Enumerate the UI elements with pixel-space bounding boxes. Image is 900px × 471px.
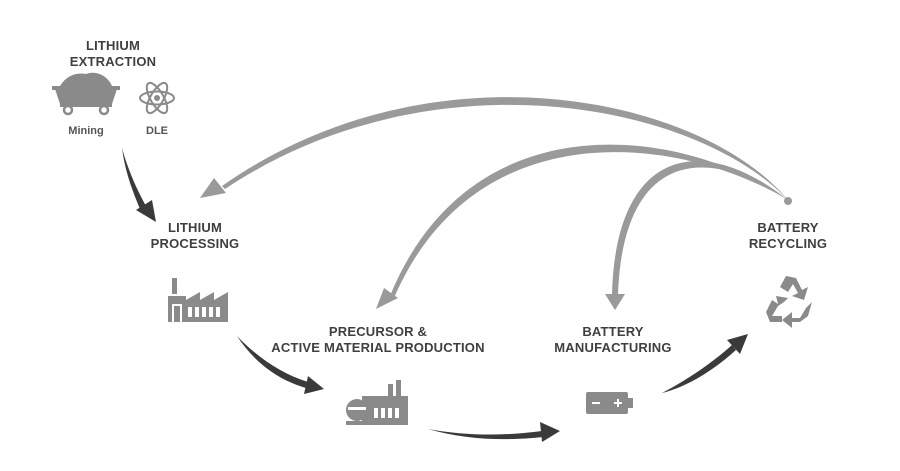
stage-label-line: PRECURSOR & <box>328 324 428 339</box>
atom-icon <box>139 81 175 115</box>
arrow-precursor-to-manufacturing <box>428 429 543 440</box>
recycle-arrowhead-precursor <box>376 288 398 309</box>
stage-label-line: LITHIUM <box>85 38 141 53</box>
arrow-manufacturing-to-recycling <box>662 345 736 393</box>
recycle-arrow-to-processing <box>222 97 788 200</box>
stage-label-line: PROCESSING <box>150 236 240 251</box>
recycle-arrow-to-precursor <box>390 144 788 298</box>
chemical-plant-icon <box>346 380 408 425</box>
stage-label-line: EXTRACTION <box>69 54 157 69</box>
arrowhead-processing <box>136 200 156 222</box>
extraction-method-mining: Mining <box>68 125 104 137</box>
stage-label-battery-recycling: BATTERY RECYCLING <box>728 220 848 252</box>
mine-cart-icon <box>52 72 120 116</box>
extraction-method-dle: DLE <box>146 125 168 137</box>
stage-label-line: RECYCLING <box>748 236 828 251</box>
stage-label-line: LITHIUM <box>167 220 223 235</box>
recycling-flows <box>200 97 792 310</box>
stage-label-line: MANUFACTURING <box>554 340 672 355</box>
stage-label-line: ACTIVE MATERIAL PRODUCTION <box>271 340 485 355</box>
stage-label-precursor-active-material: PRECURSOR & ACTIVE MATERIAL PRODUCTION <box>258 324 498 356</box>
stage-label-line: BATTERY <box>757 220 819 235</box>
stage-label-lithium-extraction: LITHIUM EXTRACTION <box>58 38 168 70</box>
stage-label-battery-manufacturing: BATTERY MANUFACTURING <box>548 324 678 356</box>
recycle-arrowhead-manufacturing <box>605 294 625 310</box>
stage-label-lithium-processing: LITHIUM PROCESSING <box>140 220 250 252</box>
factory-icon <box>168 278 228 322</box>
forward-flows <box>122 148 748 442</box>
recycle-icon <box>766 276 812 328</box>
arrow-processing-to-precursor <box>237 336 308 388</box>
recycle-arrowhead-processing <box>200 178 226 198</box>
recycle-origin-dot <box>784 197 792 205</box>
stage-label-line: BATTERY <box>582 324 644 339</box>
arrow-extraction-to-processing <box>122 148 146 209</box>
arrowhead-manufacturing <box>540 422 560 442</box>
battery-icon <box>586 392 633 414</box>
arrowhead-precursor <box>304 376 324 394</box>
arrowhead-recycling <box>727 334 748 354</box>
